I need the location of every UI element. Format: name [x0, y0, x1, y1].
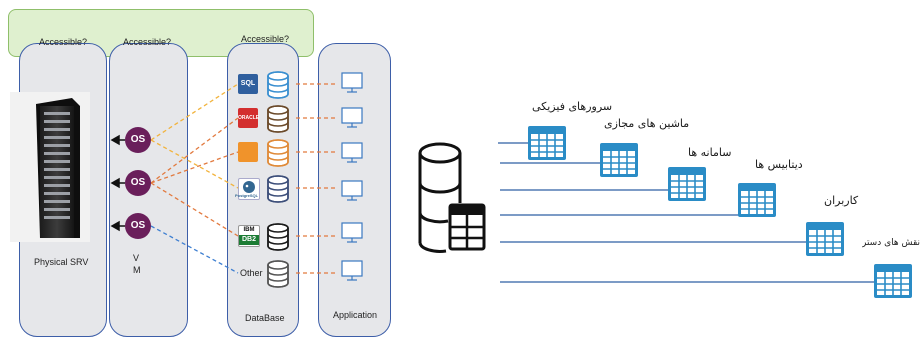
os-node-3: OS	[125, 213, 151, 239]
database-table-icon	[416, 133, 488, 278]
os-label: OS	[130, 220, 146, 231]
users-table-icon	[805, 221, 845, 257]
virtual-machines-table-icon	[599, 142, 639, 178]
physical-server-icon	[10, 92, 90, 242]
other-db-label: Other	[240, 268, 263, 278]
access-roles-table-icon	[873, 263, 913, 299]
accessible-label-database: Accessible?	[241, 34, 290, 44]
sql-server-logo-icon: SQL	[238, 74, 258, 94]
os-node-2: OS	[125, 170, 151, 196]
accessible-label-physical: Accessible?	[39, 37, 88, 47]
os-label: OS	[130, 134, 146, 145]
vm-label: V M	[133, 253, 141, 275]
os-node-1: OS	[125, 127, 151, 153]
application-label: Application	[333, 310, 378, 320]
physical-servers-table-icon	[527, 125, 567, 161]
label-virtual-machines: ماشین های مجازی	[604, 117, 690, 130]
oracle-logo-icon: ORACLE	[238, 108, 259, 128]
label-systems: سامانه ها	[688, 146, 732, 159]
database-label: DataBase	[245, 313, 285, 323]
systems-table-icon	[667, 166, 707, 202]
databases-table-icon	[737, 182, 777, 218]
label-access-roles: نقش های دسترسی	[862, 238, 920, 248]
postgresql-logo-icon: PostgreSQL	[235, 178, 260, 200]
server-rack-icon	[36, 98, 80, 238]
connection-lines	[110, 83, 338, 274]
ibm-db2-logo-icon: IBM DB2	[238, 225, 260, 247]
label-databases: دیتابیس ها	[755, 158, 803, 171]
mysql-logo-icon	[238, 142, 258, 162]
db2-label: DB2	[239, 235, 259, 245]
label-users: کاربران	[824, 194, 859, 207]
accessible-label-vm: Accessible?	[123, 37, 172, 47]
physical-srv-label: Physical SRV	[34, 257, 89, 267]
label-physical-servers: سرورهای فیزیکی	[532, 100, 613, 113]
postgresql-label: PostgreSQL	[235, 193, 259, 198]
entity-lines	[498, 142, 874, 283]
os-label: OS	[130, 177, 146, 188]
